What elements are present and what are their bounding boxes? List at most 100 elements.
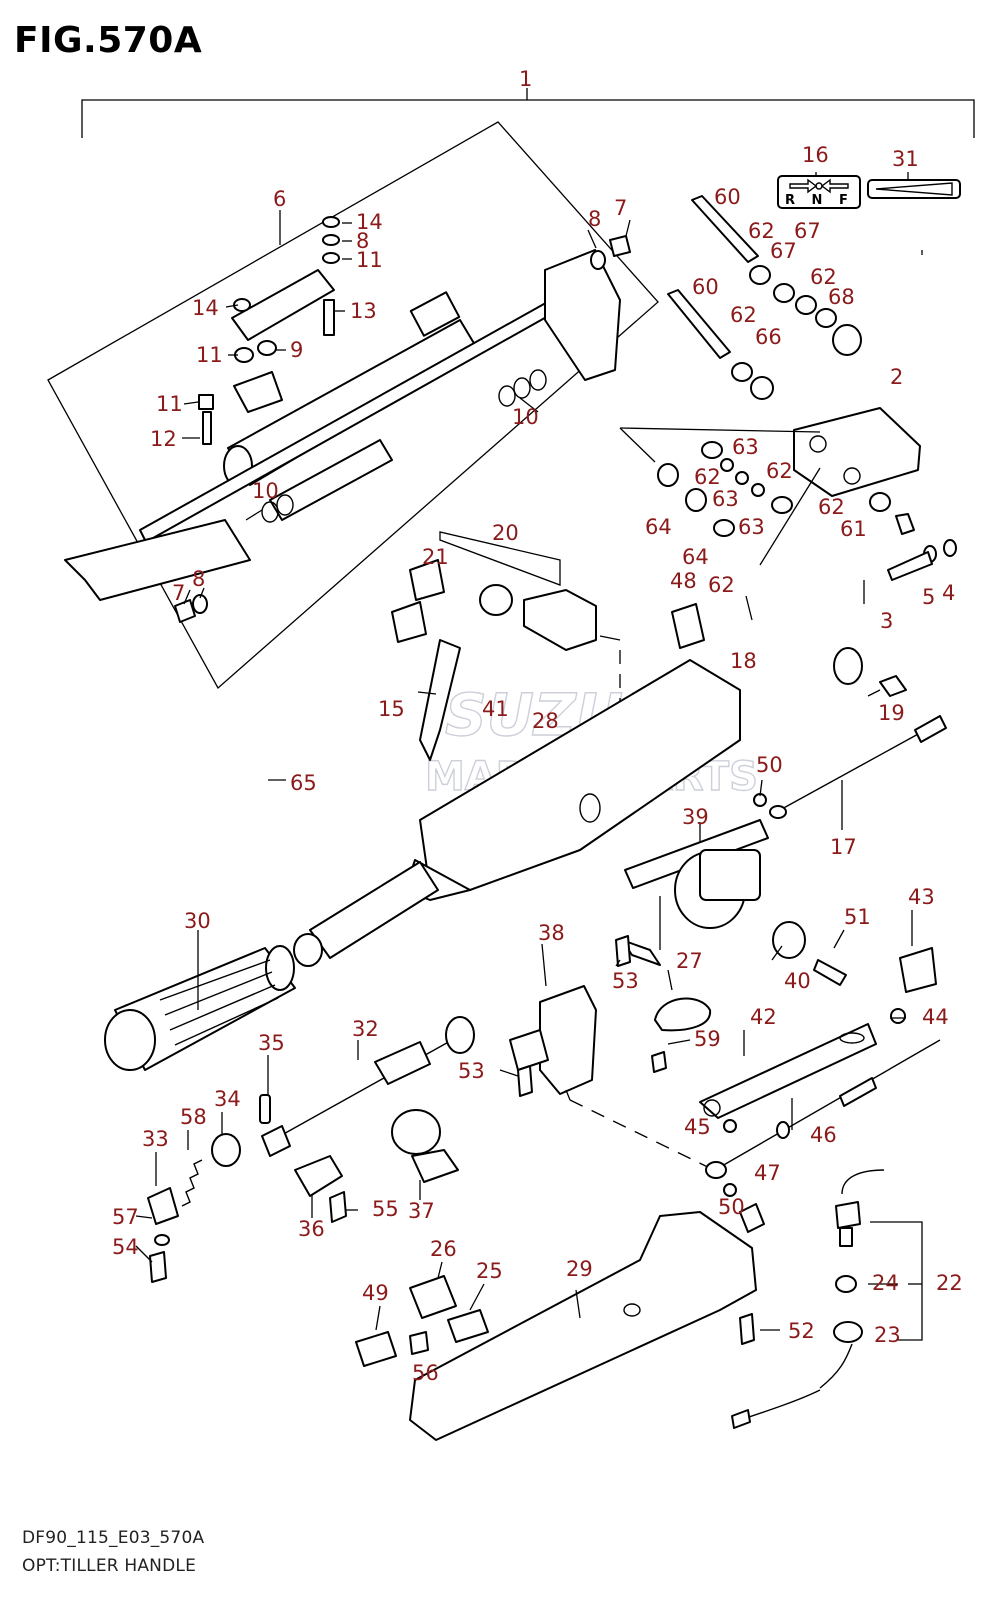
screw-56 <box>409 1331 429 1355</box>
callout-7: 7 <box>614 196 627 220</box>
swivel-bracket-2 <box>793 407 957 581</box>
callout-17: 17 <box>830 835 857 859</box>
callout-4: 4 <box>942 581 955 605</box>
callout-6: 6 <box>273 187 286 211</box>
callout-43: 43 <box>908 885 935 909</box>
clip-49 <box>355 1331 397 1367</box>
bracket-38 <box>509 985 597 1101</box>
callout-59: 59 <box>694 1027 721 1051</box>
callout-54: 54 <box>112 1235 139 1259</box>
callout-8: 8 <box>192 567 205 591</box>
pad-47 <box>739 1203 765 1233</box>
callout-65: 65 <box>290 771 317 795</box>
callout-62: 62 <box>810 265 837 289</box>
assembly-bracket-1 <box>81 88 975 138</box>
callout-29: 29 <box>566 1257 593 1281</box>
callout-25: 25 <box>476 1259 503 1283</box>
cable-clamp-37 <box>391 1109 459 1183</box>
stop-switch-group <box>731 1169 923 1429</box>
callout-27: 27 <box>676 949 703 973</box>
friction-parts-group <box>147 1133 241 1283</box>
callout-3: 3 <box>880 609 893 633</box>
throttle-rod-32 <box>261 1016 475 1157</box>
callout-41: 41 <box>482 697 509 721</box>
callout-10: 10 <box>252 479 279 503</box>
callout-10: 10 <box>512 405 539 429</box>
callout-13: 13 <box>350 299 377 323</box>
callout-12: 12 <box>150 427 177 451</box>
callout-53: 53 <box>458 1059 485 1083</box>
leader-lines <box>135 172 923 1331</box>
screw-51 <box>813 959 847 986</box>
callout-38: 38 <box>538 921 565 945</box>
shift-cable <box>753 715 947 819</box>
shift-lever-assembly <box>621 819 769 966</box>
callout-62: 62 <box>818 495 845 519</box>
callout-30: 30 <box>184 909 211 933</box>
callout-2: 2 <box>890 365 903 389</box>
callout-62: 62 <box>708 573 735 597</box>
upper-right-hardware <box>667 195 862 400</box>
callout-63: 63 <box>732 435 759 459</box>
callout-1: 1 <box>519 67 532 91</box>
callout-7: 7 <box>172 581 185 605</box>
callout-31: 31 <box>892 147 919 171</box>
callout-61: 61 <box>840 517 867 541</box>
callout-34: 34 <box>214 1087 241 1111</box>
callout-16: 16 <box>802 143 829 167</box>
switch-25 <box>447 1309 489 1343</box>
small-hardware-group <box>174 216 631 623</box>
screw-53a <box>615 935 631 967</box>
callout-26: 26 <box>430 1237 457 1261</box>
callout-42: 42 <box>750 1005 777 1029</box>
callout-63: 63 <box>712 487 739 511</box>
callout-23: 23 <box>874 1323 901 1347</box>
clamp-36 <box>294 1155 343 1197</box>
callout-68: 68 <box>828 285 855 309</box>
callout-56: 56 <box>412 1361 439 1385</box>
callout-62: 62 <box>748 219 775 243</box>
callout-22: 22 <box>936 1271 963 1295</box>
callout-21: 21 <box>422 545 449 569</box>
callout-labels: 1 6 14 8 11 14 13 11 9 11 12 8 7 10 10 7… <box>112 67 963 1385</box>
callout-28: 28 <box>532 709 559 733</box>
callout-33: 33 <box>142 1127 169 1151</box>
callout-46: 46 <box>810 1123 837 1147</box>
allen-wrench <box>227 699 286 860</box>
throttle-cable-46 <box>705 1039 941 1179</box>
callout-67: 67 <box>794 219 821 243</box>
callout-15: 15 <box>378 697 405 721</box>
callout-40: 40 <box>784 969 811 993</box>
throttle-grip <box>104 945 296 1071</box>
callout-57: 57 <box>112 1205 139 1229</box>
callout-47: 47 <box>754 1161 781 1185</box>
callout-18: 18 <box>730 649 757 673</box>
callout-63: 63 <box>738 515 765 539</box>
shift-direction-label: R N F <box>777 175 861 209</box>
callout-35: 35 <box>258 1031 285 1055</box>
diagram-caption: OPT:TILLER HANDLE <box>22 1556 197 1576</box>
callout-11: 11 <box>196 343 223 367</box>
shift-label-text: R N F <box>785 193 854 208</box>
callout-9: 9 <box>290 338 303 362</box>
shift-knob-40 <box>772 921 806 959</box>
callout-14: 14 <box>356 210 383 234</box>
ball-44 <box>890 1008 906 1024</box>
clip-50b <box>723 1183 737 1197</box>
callout-11: 11 <box>356 248 383 272</box>
bracket-26 <box>409 1275 457 1319</box>
callout-51: 51 <box>844 905 871 929</box>
diagram-code: DF90_115_E03_570A <box>22 1528 205 1548</box>
cap-27 <box>654 997 712 1032</box>
tiller-handle-housing <box>293 659 741 967</box>
tiller-handle-arm <box>64 249 621 601</box>
callout-45: 45 <box>684 1115 711 1139</box>
callout-62: 62 <box>694 465 721 489</box>
callout-11: 11 <box>156 392 183 416</box>
callout-55: 55 <box>372 1197 399 1221</box>
callout-53: 53 <box>612 969 639 993</box>
callout-24: 24 <box>872 1271 899 1295</box>
callout-48: 48 <box>670 569 697 593</box>
throttle-friction-lever <box>419 639 461 761</box>
